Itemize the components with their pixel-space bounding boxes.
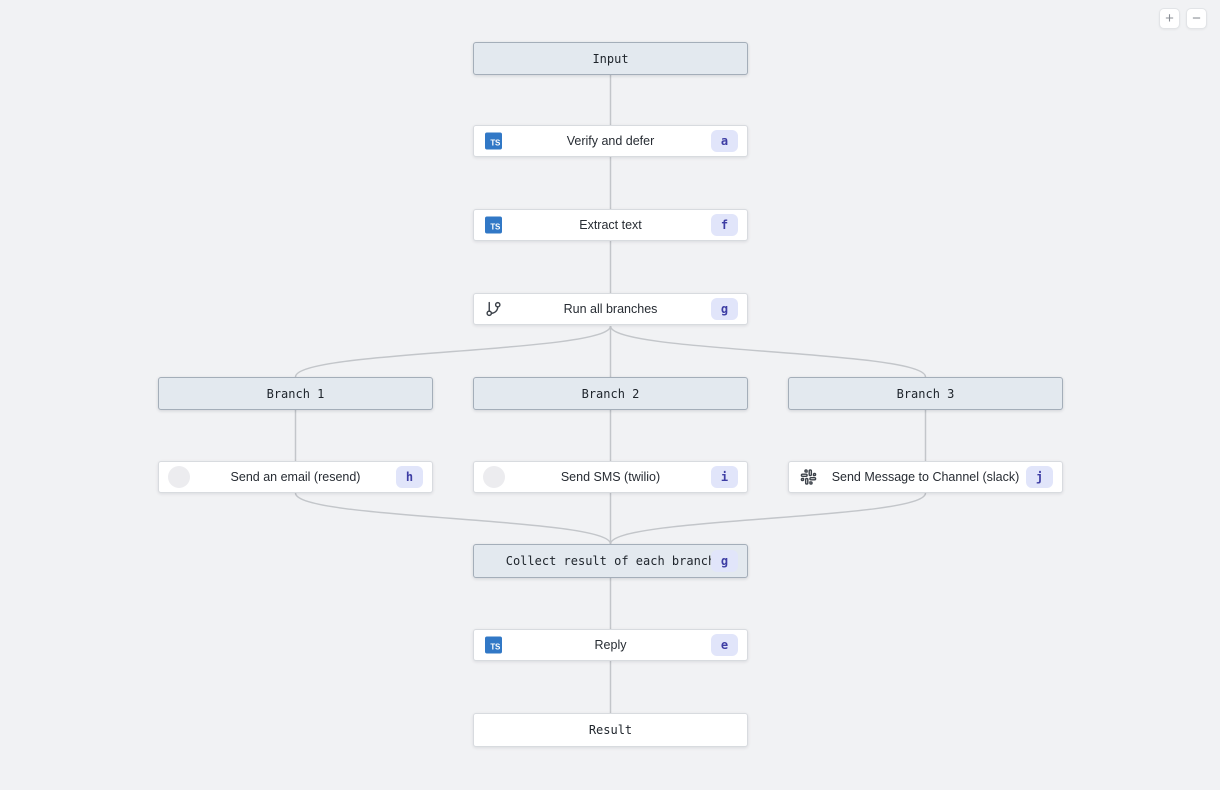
node-branch-3[interactable]: Branch 3 — [788, 377, 1063, 410]
typescript-icon: TS — [485, 216, 502, 234]
edge-run-branch3 — [609, 325, 927, 378]
node-result-label: Result — [588, 723, 633, 737]
node-input[interactable]: Input — [473, 42, 748, 75]
typescript-icon: TS — [485, 636, 502, 654]
node-collect-result[interactable]: Collect result of each branch g — [473, 544, 748, 578]
node-branch3-label: Branch 3 — [896, 386, 955, 401]
node-branch-1[interactable]: Branch 1 — [158, 377, 433, 410]
edge-run-branch1 — [294, 325, 612, 378]
node-run-badge: g — [711, 298, 738, 320]
edge-slack-collect — [609, 492, 927, 545]
node-result[interactable]: Result — [473, 713, 748, 747]
node-send-slack[interactable]: Send Message to Channel (slack) j — [788, 461, 1063, 493]
edge-email-collect — [294, 492, 612, 545]
node-input-label: Input — [592, 51, 629, 66]
zoom-out-button[interactable]: − — [1186, 8, 1207, 29]
node-send-slack-label: Send Message to Channel (slack) — [831, 470, 1020, 484]
node-send-email[interactable]: Send an email (resend) h — [158, 461, 433, 493]
resend-icon — [168, 466, 190, 488]
slack-icon — [800, 469, 817, 486]
typescript-icon: TS — [485, 132, 502, 150]
node-verify-label: Verify and defer — [566, 134, 655, 148]
node-send-slack-badge: j — [1026, 466, 1053, 488]
node-run-all-branches[interactable]: Run all branches g — [473, 293, 748, 325]
node-send-sms[interactable]: Send SMS (twilio) i — [473, 461, 748, 493]
node-send-sms-label: Send SMS (twilio) — [560, 470, 661, 484]
node-verify-and-defer[interactable]: TS Verify and defer a — [473, 125, 748, 157]
git-branch-icon — [485, 301, 502, 318]
node-reply[interactable]: TS Reply e — [473, 629, 748, 661]
node-send-email-label: Send an email (resend) — [230, 470, 361, 484]
node-send-email-badge: h — [396, 466, 423, 488]
twilio-icon — [483, 466, 505, 488]
node-run-label: Run all branches — [563, 302, 658, 316]
zoom-in-button[interactable]: + — [1159, 8, 1180, 29]
node-verify-badge: a — [711, 130, 738, 152]
node-reply-badge: e — [711, 634, 738, 656]
node-collect-label: Collect result of each branch — [505, 554, 716, 568]
node-extract-text[interactable]: TS Extract text f — [473, 209, 748, 241]
node-extract-label: Extract text — [579, 218, 642, 232]
node-branch2-label: Branch 2 — [581, 386, 640, 401]
node-send-sms-badge: i — [711, 466, 738, 488]
node-branch1-label: Branch 1 — [266, 386, 325, 401]
node-branch-2[interactable]: Branch 2 — [473, 377, 748, 410]
node-reply-label: Reply — [594, 638, 627, 652]
node-collect-badge: g — [711, 550, 738, 572]
node-extract-badge: f — [711, 214, 738, 236]
